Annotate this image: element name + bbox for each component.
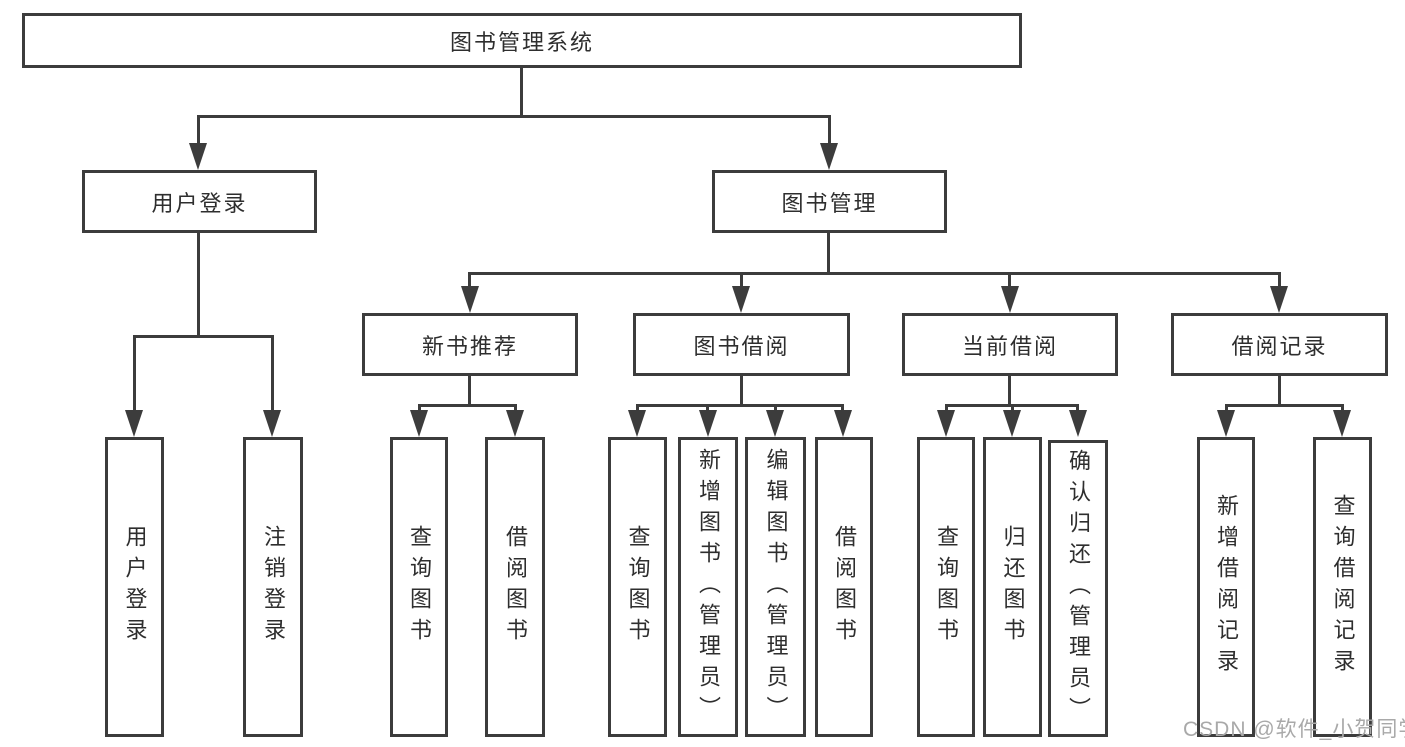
leaf-label: 借阅图书: [503, 525, 528, 649]
arrowhead-mgmt-icon: [820, 143, 838, 170]
connector-borrow-drop: [740, 272, 743, 289]
connector-recommend-leaf2-drop: [514, 404, 517, 412]
arrowhead-recommend-leaf1-icon: [410, 410, 428, 437]
node-label: 新书推荐: [421, 333, 518, 359]
connector-current-stem: [1008, 376, 1011, 407]
arrowhead-current-leaf3-icon: [1069, 410, 1087, 437]
connector-level2-bar: [197, 115, 831, 118]
leaf-return-books: 归还图书: [983, 437, 1042, 737]
arrowhead-record-leaf1-icon: [1217, 410, 1235, 437]
arrowhead-record-leaf2-icon: [1333, 410, 1351, 437]
leaf-label: 注销登录: [261, 525, 286, 649]
leaf-label: 新增借阅记录: [1214, 494, 1239, 680]
leaf-borrow-query-books: 查询图书: [608, 437, 667, 737]
connector-record-drop: [1278, 272, 1281, 289]
node-label: 图书管理系统: [449, 29, 594, 55]
csdn-watermark: CSDN @软件_小贺同学: [1183, 718, 1405, 741]
connector-recommend-leaf1-drop: [418, 404, 421, 412]
connector-current-leaf3-drop: [1076, 404, 1079, 412]
connector-recommend-bar: [418, 404, 517, 407]
arrowhead-user-leaf2-icon: [263, 410, 281, 437]
connector-recommend-drop: [468, 272, 471, 289]
connector-borrow-stem: [740, 376, 743, 407]
arrowhead-user-leaf1-icon: [125, 410, 143, 437]
connector-borrow-leaf3-drop: [774, 404, 777, 412]
arrowhead-borrow-leaf4-icon: [834, 410, 852, 437]
node-new-book-recommend: 新书推荐: [362, 313, 578, 376]
leaf-user-login: 用户登录: [105, 437, 164, 737]
arrowhead-record-icon: [1270, 286, 1288, 313]
connector-record-bar: [1225, 404, 1344, 407]
leaf-label: 用户登录: [122, 525, 148, 649]
node-book-management: 图书管理: [712, 170, 947, 233]
connector-mgmt-drop: [828, 115, 831, 146]
arrowhead-borrow-leaf3-icon: [766, 410, 784, 437]
node-library-system: 图书管理系统: [22, 13, 1022, 68]
arrowhead-user-icon: [189, 143, 207, 170]
arrowhead-borrow-leaf1-icon: [628, 410, 646, 437]
node-label: 用户登录: [151, 190, 248, 216]
connector-user-bar: [133, 335, 274, 338]
connector-current-leaf2-drop: [1011, 404, 1014, 412]
leaf-borrow-books: 借阅图书: [815, 437, 873, 737]
connector-record-leaf2-drop: [1341, 404, 1344, 412]
connector-user-leaf1-drop: [133, 335, 136, 412]
leaf-label: 编辑图书（管理员）: [763, 447, 789, 727]
node-current-borrowing: 当前借阅: [902, 313, 1118, 376]
leaf-add-books-admin: 新增图书（管理员）: [678, 437, 738, 737]
arrowhead-recommend-icon: [461, 286, 479, 313]
connector-modules-bar: [468, 272, 1281, 275]
connector-current-drop: [1008, 272, 1011, 289]
leaf-label: 归还图书: [1000, 525, 1026, 649]
connector-mgmt-stem: [827, 233, 830, 275]
arrowhead-current-leaf2-icon: [1003, 410, 1021, 437]
leaf-label: 查询图书: [407, 525, 432, 649]
arrowhead-current-leaf1-icon: [937, 410, 955, 437]
connector-record-leaf1-drop: [1225, 404, 1228, 412]
arrowhead-current-icon: [1001, 286, 1019, 313]
arrowhead-borrow-leaf2-icon: [699, 410, 717, 437]
leaf-label: 确认归还（管理员）: [1066, 449, 1091, 728]
leaf-logout: 注销登录: [243, 437, 303, 737]
node-borrowing-records: 借阅记录: [1171, 313, 1388, 376]
connector-root-stem: [520, 68, 523, 117]
leaf-confirm-return-admin: 确认归还（管理员）: [1048, 440, 1108, 737]
node-label: 图书借阅: [693, 333, 790, 359]
leaf-label: 查询图书: [934, 525, 959, 649]
connector-borrow-leaf2-drop: [706, 404, 709, 412]
node-label: 借阅记录: [1231, 333, 1328, 359]
connector-user-drop: [197, 115, 200, 146]
node-label: 图书管理: [781, 190, 878, 216]
connector-borrow-leaf4-drop: [841, 404, 844, 412]
leaf-label: 新增图书（管理员）: [696, 447, 721, 727]
arrowhead-borrow-icon: [732, 286, 750, 313]
leaf-edit-books-admin: 编辑图书（管理员）: [745, 437, 806, 737]
leaf-recommend-borrow-books: 借阅图书: [485, 437, 545, 737]
node-user-login: 用户登录: [82, 170, 317, 233]
connector-record-stem: [1278, 376, 1281, 407]
connector-borrow-bar: [636, 404, 844, 407]
connector-user-leaf2-drop: [271, 335, 274, 412]
leaf-current-query-books: 查询图书: [917, 437, 975, 737]
leaf-add-borrow-record: 新增借阅记录: [1197, 437, 1255, 737]
leaf-label: 借阅图书: [832, 525, 857, 649]
leaf-recommend-query-books: 查询图书: [390, 437, 448, 737]
arrowhead-recommend-leaf2-icon: [506, 410, 524, 437]
leaf-label: 查询图书: [625, 525, 651, 649]
leaf-label: 查询借阅记录: [1330, 494, 1356, 680]
connector-recommend-stem: [468, 376, 471, 407]
leaf-query-borrow-record: 查询借阅记录: [1313, 437, 1372, 737]
node-label: 当前借阅: [961, 333, 1058, 359]
connector-current-leaf1-drop: [945, 404, 948, 412]
connector-user-stem: [197, 233, 200, 337]
connector-borrow-leaf1-drop: [636, 404, 639, 412]
node-book-borrowing: 图书借阅: [633, 313, 850, 376]
